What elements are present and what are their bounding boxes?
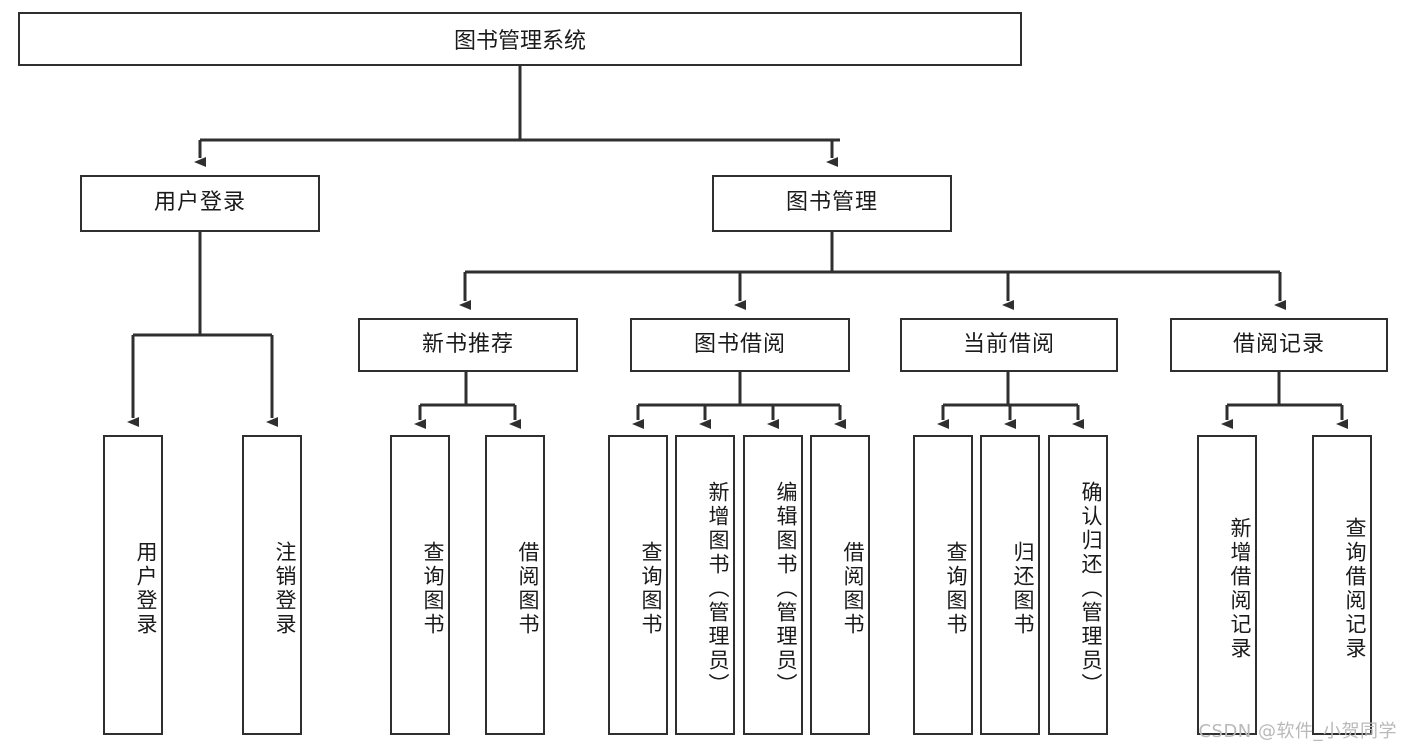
leaf-add-borrow-record-label: 新增借阅记录 <box>1228 517 1252 661</box>
leaf-add-borrow-record[interactable]: 新增借阅记录 <box>1197 435 1257 735</box>
node-user-login[interactable]: 用户登录 <box>80 175 320 232</box>
leaf-query-borrow-record-label: 查询借阅记录 <box>1343 517 1367 661</box>
node-book-borrow-label: 图书借阅 <box>693 331 786 357</box>
node-current-borrow[interactable]: 当前借阅 <box>900 318 1118 372</box>
leaf-logout[interactable]: 注销登录 <box>242 435 302 735</box>
node-book-management-label: 图书管理 <box>785 190 878 216</box>
node-book-management[interactable]: 图书管理 <box>712 175 952 232</box>
leaf-user-login-label: 用户登录 <box>134 541 158 637</box>
leaf-borrow-book-2[interactable]: 借阅图书 <box>810 435 870 735</box>
leaf-add-book-admin-label: 新增图书（管理员） <box>706 481 730 697</box>
watermark: CSDN @软件_小贺同学 <box>1198 721 1397 742</box>
leaf-confirm-return-admin-label: 确认归还（管理员） <box>1079 481 1103 697</box>
leaf-add-book-admin[interactable]: 新增图书（管理员） <box>675 435 735 735</box>
node-new-book-recommend[interactable]: 新书推荐 <box>358 318 578 372</box>
leaf-edit-book-admin-label: 编辑图书（管理员） <box>774 481 798 697</box>
leaf-query-book-2-label: 查询图书 <box>639 541 663 637</box>
node-new-book-recommend-label: 新书推荐 <box>421 331 514 357</box>
leaf-logout-label: 注销登录 <box>273 541 297 637</box>
leaf-query-book-2[interactable]: 查询图书 <box>608 435 668 735</box>
node-borrow-record[interactable]: 借阅记录 <box>1170 318 1388 372</box>
node-root-label: 图书管理系统 <box>453 29 586 54</box>
leaf-query-book-1[interactable]: 查询图书 <box>390 435 450 735</box>
node-borrow-record-label: 借阅记录 <box>1232 331 1325 357</box>
node-root[interactable]: 图书管理系统 <box>18 12 1022 66</box>
leaf-query-book-3-label: 查询图书 <box>944 541 968 637</box>
leaf-borrow-book-2-label: 借阅图书 <box>841 541 865 637</box>
leaf-borrow-book-1[interactable]: 借阅图书 <box>485 435 545 735</box>
leaf-query-book-3[interactable]: 查询图书 <box>913 435 973 735</box>
node-book-borrow[interactable]: 图书借阅 <box>630 318 850 372</box>
leaf-return-book[interactable]: 归还图书 <box>980 435 1040 735</box>
leaf-confirm-return-admin[interactable]: 确认归还（管理员） <box>1048 435 1108 735</box>
leaf-borrow-book-1-label: 借阅图书 <box>516 541 540 637</box>
leaf-query-book-1-label: 查询图书 <box>421 541 445 637</box>
node-user-login-label: 用户登录 <box>153 190 246 216</box>
leaf-edit-book-admin[interactable]: 编辑图书（管理员） <box>743 435 803 735</box>
leaf-query-borrow-record[interactable]: 查询借阅记录 <box>1312 435 1372 735</box>
leaf-return-book-label: 归还图书 <box>1011 541 1035 637</box>
node-current-borrow-label: 当前借阅 <box>962 331 1055 357</box>
leaf-user-login[interactable]: 用户登录 <box>103 435 163 735</box>
